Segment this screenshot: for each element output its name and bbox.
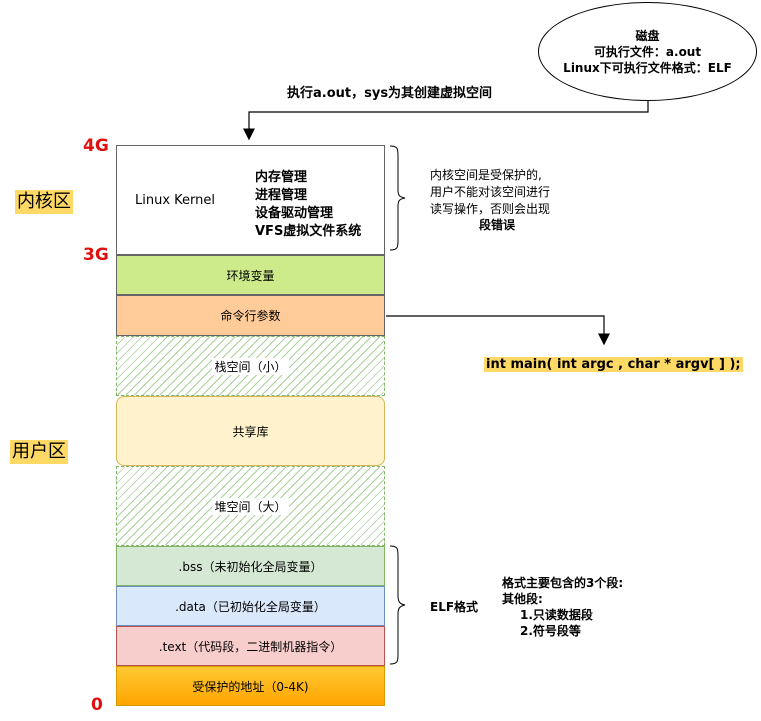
disk-line-1: 可执行文件：a.out xyxy=(593,45,702,59)
elf-label: ELF格式 xyxy=(430,600,479,614)
disk-line-2: Linux下可执行文件格式：ELF xyxy=(563,61,732,75)
elf-brace xyxy=(389,545,406,665)
disk-ellipse xyxy=(538,2,757,101)
stack-segment: 栈空间（小） xyxy=(116,336,385,396)
protected-segment: 受保护的地址（0-4K) xyxy=(116,666,385,706)
bss-label: .bss（未初始化全局变量） xyxy=(178,559,323,574)
data-label: .data（已初始化全局变量） xyxy=(175,599,326,614)
text-label: .text（代码段，二进制机器指令） xyxy=(158,639,343,654)
disk-title: 磁盘 xyxy=(635,29,660,43)
env-segment: 环境变量 xyxy=(116,255,385,295)
heap-label: 堆空间（大） xyxy=(212,497,289,515)
kernel-brace xyxy=(389,145,406,251)
kernel-note-line-3: 读写操作，否则会出现 xyxy=(430,202,551,216)
shared-lib-segment: 共享库 xyxy=(116,396,385,466)
kernel-note-line-2: 用户不能对该空间进行 xyxy=(430,185,551,199)
shared-lib-label: 共享库 xyxy=(232,424,269,439)
address-3g-label: 3G xyxy=(83,245,109,265)
kernel-item-process: 进程管理 xyxy=(255,188,308,203)
kernel-note-line-1: 内核空间是受保护的, xyxy=(430,168,542,182)
kernel-item-driver: 设备驱动管理 xyxy=(255,206,334,221)
env-label: 环境变量 xyxy=(226,268,275,283)
main-signature: int main( int argc , char * argv[ ] ); xyxy=(484,357,743,372)
args-segment: 命令行参数 xyxy=(116,295,385,336)
data-segment: .data（已初始化全局变量） xyxy=(116,586,385,626)
elf-note-line-1: 格式主要包含的3个段: xyxy=(502,576,624,590)
elf-note-line-4: 2.符号段等 xyxy=(520,624,581,638)
elf-note-line-3: 1.只读数据段 xyxy=(520,608,593,622)
bss-segment: .bss（未初始化全局变量） xyxy=(116,546,385,586)
args-arrow xyxy=(386,315,610,346)
text-segment: .text（代码段，二进制机器指令） xyxy=(116,626,385,666)
protected-label: 受保护的地址（0-4K) xyxy=(192,679,309,694)
kernel-note-line-4: 段错误 xyxy=(479,218,516,232)
heap-segment: 堆空间（大） xyxy=(116,466,385,546)
kernel-region-label: 内核区 xyxy=(15,190,73,214)
stack-label: 栈空间（小） xyxy=(212,357,289,375)
elf-note-line-2: 其他段: xyxy=(502,592,543,606)
exec-arrow xyxy=(243,101,649,141)
address-4g-label: 4G xyxy=(83,136,109,156)
kernel-block xyxy=(116,145,385,255)
args-label: 命令行参数 xyxy=(220,309,281,323)
user-region-label: 用户区 xyxy=(10,440,68,464)
exec-caption: 执行a.out，sys为其创建虚拟空间 xyxy=(287,86,493,101)
kernel-item-vfs: VFS虚拟文件系统 xyxy=(255,224,362,239)
kernel-name: Linux Kernel xyxy=(135,193,215,208)
kernel-item-memory: 内存管理 xyxy=(255,170,308,185)
address-0-label: 0 xyxy=(91,695,103,715)
